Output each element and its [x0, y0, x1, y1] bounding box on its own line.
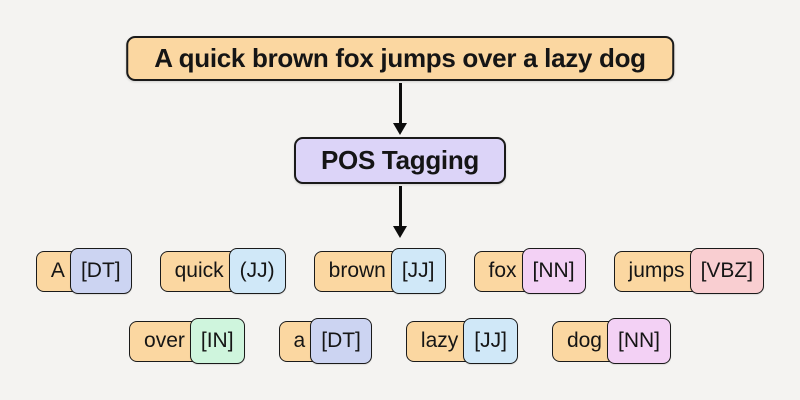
token-word: over: [129, 320, 200, 362]
pos-tagging-box: POS Tagging: [294, 137, 506, 184]
token-chip: brown [JJ]: [313, 248, 446, 294]
token-row-2: over [IN] a [DT] lazy [JJ] dog [NN]: [0, 318, 800, 364]
token-chip: a [DT]: [278, 318, 372, 364]
token-tag: (JJ): [228, 248, 286, 294]
token-word: dog: [551, 320, 617, 362]
token-chip: fox [NN]: [473, 248, 586, 294]
token-chip: lazy [JJ]: [405, 318, 518, 364]
token-word: quick: [159, 250, 239, 292]
token-tag: [DT]: [69, 248, 132, 294]
sentence-box: A quick brown fox jumps over a lazy dog: [126, 36, 674, 81]
token-chip: over [IN]: [129, 318, 245, 364]
token-tag: [VBZ]: [689, 248, 765, 294]
arrow-head: [393, 123, 407, 135]
token-chip: A [DT]: [35, 248, 132, 294]
token-tag: [NN]: [521, 248, 586, 294]
token-tag: [DT]: [310, 318, 372, 364]
down-arrow-icon: [393, 186, 407, 238]
token-word: jumps: [613, 250, 700, 292]
token-tag: [IN]: [189, 318, 245, 364]
token-chip: jumps [VBZ]: [613, 248, 765, 294]
arrow-head: [393, 226, 407, 238]
token-tag: [JJ]: [390, 248, 446, 294]
token-row-1: A [DT] quick (JJ) brown [JJ] fox [NN] ju…: [0, 248, 800, 294]
token-tag: [NN]: [606, 318, 671, 364]
token-chip: dog [NN]: [551, 318, 671, 364]
arrow-shaft: [398, 83, 402, 123]
arrow-shaft: [398, 186, 402, 226]
token-tag: [JJ]: [463, 318, 518, 364]
down-arrow-icon: [393, 83, 407, 135]
token-chip: quick (JJ): [159, 248, 286, 294]
token-word: brown: [313, 250, 401, 292]
